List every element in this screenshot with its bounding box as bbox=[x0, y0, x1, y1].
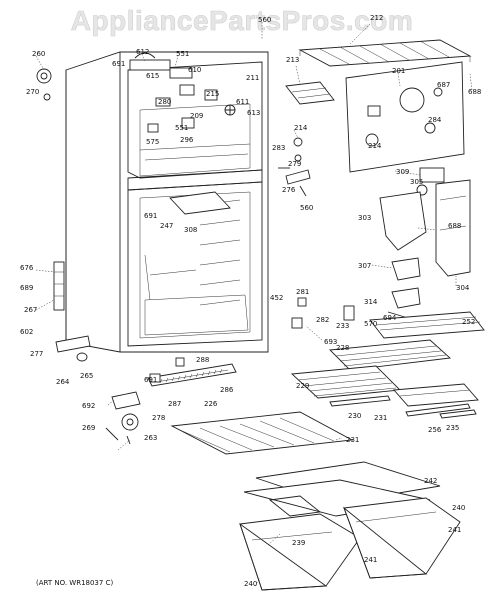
part-label: 691 bbox=[144, 212, 157, 220]
part-label: 215 bbox=[206, 90, 219, 98]
part-label: 209 bbox=[190, 112, 203, 120]
part-label: 239 bbox=[292, 539, 305, 547]
part-label: 551 bbox=[175, 124, 188, 132]
part-label: 282 bbox=[316, 316, 329, 324]
part-label: 241 bbox=[364, 556, 377, 564]
top-right-parts bbox=[278, 39, 472, 329]
part-label: 689 bbox=[20, 284, 33, 292]
part-label: 284 bbox=[428, 116, 442, 124]
part-label: 228 bbox=[336, 344, 349, 352]
part-label: 692 bbox=[82, 402, 95, 410]
part-label: 277 bbox=[30, 350, 43, 358]
part-label: 688 bbox=[448, 222, 461, 230]
part-label: 286 bbox=[220, 386, 234, 394]
part-label: 304 bbox=[456, 284, 470, 292]
part-label: 281 bbox=[296, 288, 309, 296]
part-label: 226 bbox=[204, 400, 218, 408]
part-label: 278 bbox=[152, 414, 165, 422]
left-parts bbox=[36, 68, 91, 362]
part-label: 615 bbox=[146, 72, 159, 80]
part-label: 560 bbox=[258, 16, 271, 24]
part-label: 602 bbox=[20, 328, 33, 336]
part-label: 247 bbox=[160, 222, 173, 230]
part-label: 303 bbox=[358, 214, 371, 222]
part-number-labels: 560 212 260 612 551 691 615 610 211 213 201 270 687 6… bbox=[20, 14, 481, 588]
part-label: 613 bbox=[247, 109, 260, 117]
part-label: 296 bbox=[180, 136, 194, 144]
part-label: 269 bbox=[82, 424, 95, 432]
part-label: 240 bbox=[452, 504, 465, 512]
part-label: 279 bbox=[288, 160, 301, 168]
part-label: 231 bbox=[374, 414, 387, 422]
shelves bbox=[170, 311, 485, 455]
part-label: 691 bbox=[112, 60, 125, 68]
part-label: 256 bbox=[428, 426, 442, 434]
part-label: 212 bbox=[370, 14, 383, 22]
part-label: 452 bbox=[270, 294, 283, 302]
leader-lines bbox=[35, 22, 473, 587]
part-label: 242 bbox=[424, 477, 437, 485]
part-label: 305 bbox=[410, 178, 423, 186]
part-label: 230 bbox=[348, 412, 361, 420]
part-label: 240 bbox=[244, 580, 257, 588]
part-label: 263 bbox=[144, 434, 157, 442]
part-label: 688 bbox=[468, 88, 481, 96]
part-label: 551 bbox=[176, 50, 189, 58]
part-label: 687 bbox=[437, 81, 450, 89]
part-label: 691 bbox=[144, 376, 157, 384]
part-label: 201 bbox=[392, 67, 405, 75]
part-label: 260 bbox=[32, 50, 45, 58]
part-label: 288 bbox=[196, 356, 209, 364]
part-label: 231 bbox=[346, 436, 359, 444]
part-label: 276 bbox=[282, 186, 296, 194]
part-label: 575 bbox=[146, 138, 159, 146]
part-label: 287 bbox=[168, 400, 181, 408]
part-label: 611 bbox=[236, 98, 249, 106]
part-label: 233 bbox=[336, 322, 349, 330]
part-label: 693 bbox=[324, 338, 337, 346]
part-label: 560 bbox=[300, 204, 313, 212]
part-label: 211 bbox=[246, 74, 259, 82]
part-label: 694 bbox=[383, 314, 397, 322]
part-label: 280 bbox=[158, 98, 171, 106]
part-label: 570 bbox=[364, 320, 377, 328]
part-label: 267 bbox=[24, 306, 37, 314]
part-label: 241 bbox=[448, 526, 461, 534]
cabinet-drawing bbox=[65, 51, 269, 353]
part-label: 265 bbox=[80, 372, 93, 380]
art-number: (ART NO. WR18037 C) bbox=[36, 579, 113, 587]
part-label: 213 bbox=[286, 56, 299, 64]
front-bottom-parts bbox=[105, 357, 237, 445]
part-label: 309 bbox=[396, 168, 409, 176]
part-label: 610 bbox=[188, 66, 201, 74]
part-label: 283 bbox=[272, 144, 285, 152]
part-label: 612 bbox=[136, 48, 149, 56]
part-label: 229 bbox=[296, 382, 309, 390]
part-label: 308 bbox=[184, 226, 197, 234]
part-label: 314 bbox=[364, 298, 378, 306]
part-label: 676 bbox=[20, 264, 34, 272]
part-label: 270 bbox=[26, 88, 39, 96]
part-label: 264 bbox=[56, 378, 70, 386]
crisper-assembly bbox=[239, 461, 461, 591]
part-label: 214 bbox=[294, 124, 308, 132]
part-label: 214 bbox=[368, 142, 382, 150]
part-label: 307 bbox=[358, 262, 371, 270]
watermark-text: AppliancePartsPros.com bbox=[71, 5, 413, 36]
part-label: 252 bbox=[462, 318, 475, 326]
part-label: 235 bbox=[446, 424, 459, 432]
